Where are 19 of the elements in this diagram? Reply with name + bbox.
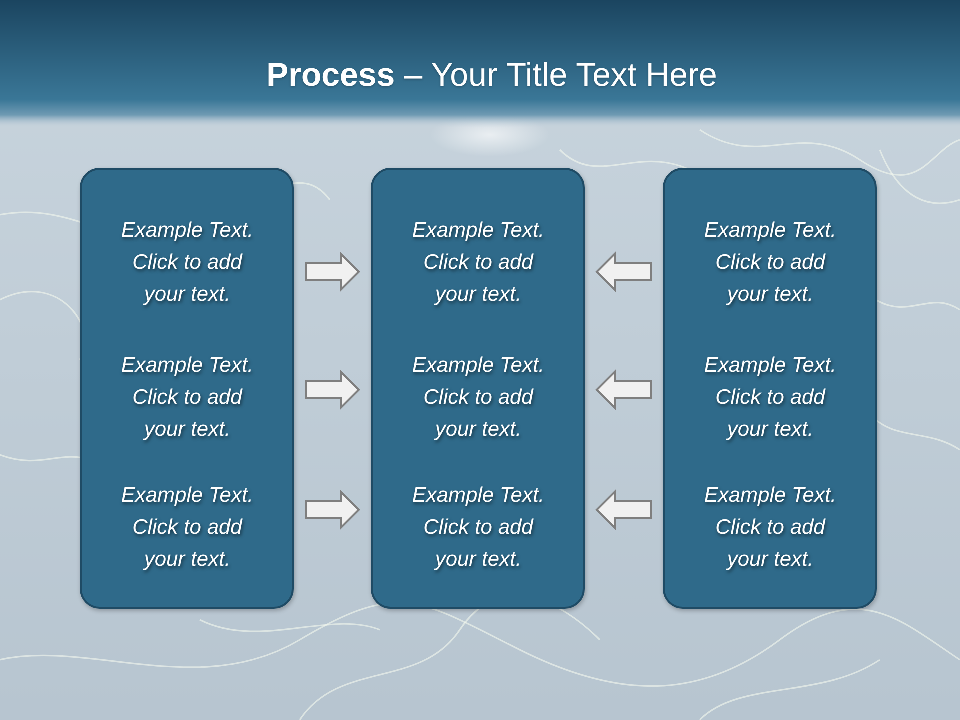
block-arrow [305,490,360,530]
node-text: Example Text. Click to add your text. [703,218,838,308]
node-text: Example Text. Click to add your text. [411,483,546,573]
node-text: Example Text. Click to add your text. [120,353,255,443]
slide-title: Process – Your Title Text Here [266,55,718,95]
process-box [371,168,585,609]
node-text: Example Text. Click to add your text. [120,218,255,308]
node-text: Example Text. Click to add your text. [120,483,255,573]
block-arrow [596,370,652,410]
block-arrow [596,252,652,292]
process-box [663,168,877,609]
process-box [80,168,294,609]
node-text: Example Text. Click to add your text. [703,353,838,443]
node-text: Example Text. Click to add your text. [411,218,546,308]
block-arrow [305,370,360,410]
node-text: Example Text. Click to add your text. [411,353,546,443]
node-text: Example Text. Click to add your text. [703,483,838,573]
block-arrow [305,252,360,292]
block-arrow [596,490,652,530]
